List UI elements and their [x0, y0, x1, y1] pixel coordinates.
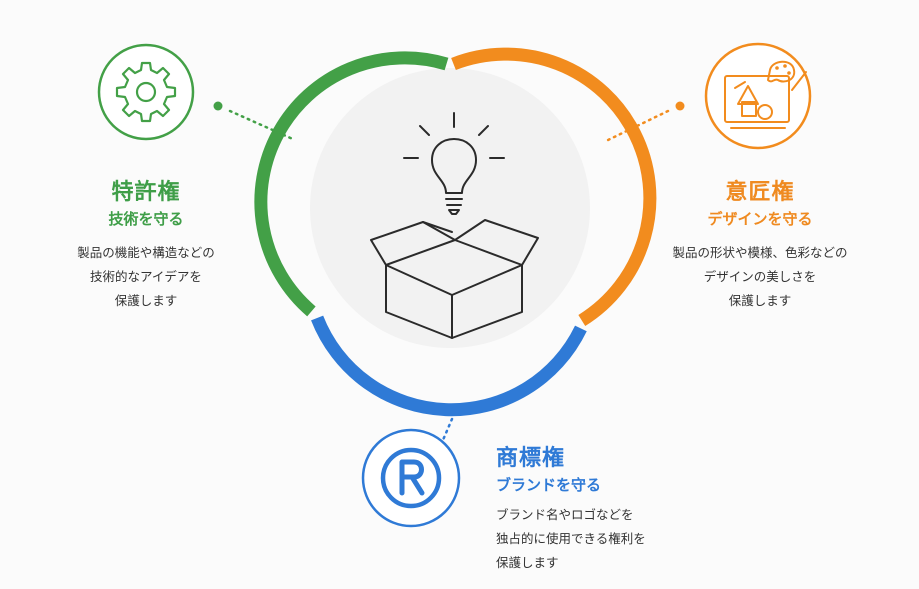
- patent-desc-line: 技術的なアイデアを: [90, 269, 202, 284]
- design-desc-line: 製品の形状や模様、色彩などの: [672, 245, 848, 260]
- trademark-description: ブランド名やロゴなどを 独占的に使用できる権利を 保護します: [496, 503, 716, 575]
- trademark-desc-line: 独占的に使用できる権利を: [496, 531, 646, 546]
- patent-subtitle: 技術を守る: [108, 210, 184, 228]
- connector-trademark: [441, 406, 460, 442]
- ring-arc-trademark: [311, 315, 587, 417]
- lightbulb-in-box-icon: [370, 112, 539, 339]
- design-desc-line: 保護します: [728, 293, 792, 308]
- center-circle: [310, 68, 590, 348]
- trademark-title: 商標権: [496, 446, 566, 471]
- registered-mark-icon: [361, 428, 461, 528]
- design-palette-icon: [704, 42, 812, 150]
- design-title: 意匠権: [725, 180, 795, 205]
- gear-icon: [97, 43, 195, 141]
- trademark-desc-line: ブランド名やロゴなどを: [496, 507, 634, 522]
- patent-description: 製品の機能や構造などの 技術的なアイデアを 保護します: [46, 241, 246, 313]
- design-description: 製品の形状や模様、色彩などの デザインの美しさを 保護します: [650, 241, 870, 313]
- trademark-subtitle: ブランドを守る: [496, 476, 602, 494]
- patent-title: 特許権: [111, 180, 181, 205]
- design-subtitle: デザインを守る: [707, 210, 813, 228]
- design-desc-line: デザインの美しさを: [703, 269, 817, 284]
- trademark-desc-line: 保護します: [496, 555, 559, 570]
- ring-arc-design: [451, 47, 657, 327]
- patent-desc-line: 保護します: [114, 293, 178, 308]
- patent-desc-line: 製品の機能や構造などの: [77, 245, 215, 260]
- connector-design: [606, 101, 685, 142]
- connector-patent: [213, 101, 297, 142]
